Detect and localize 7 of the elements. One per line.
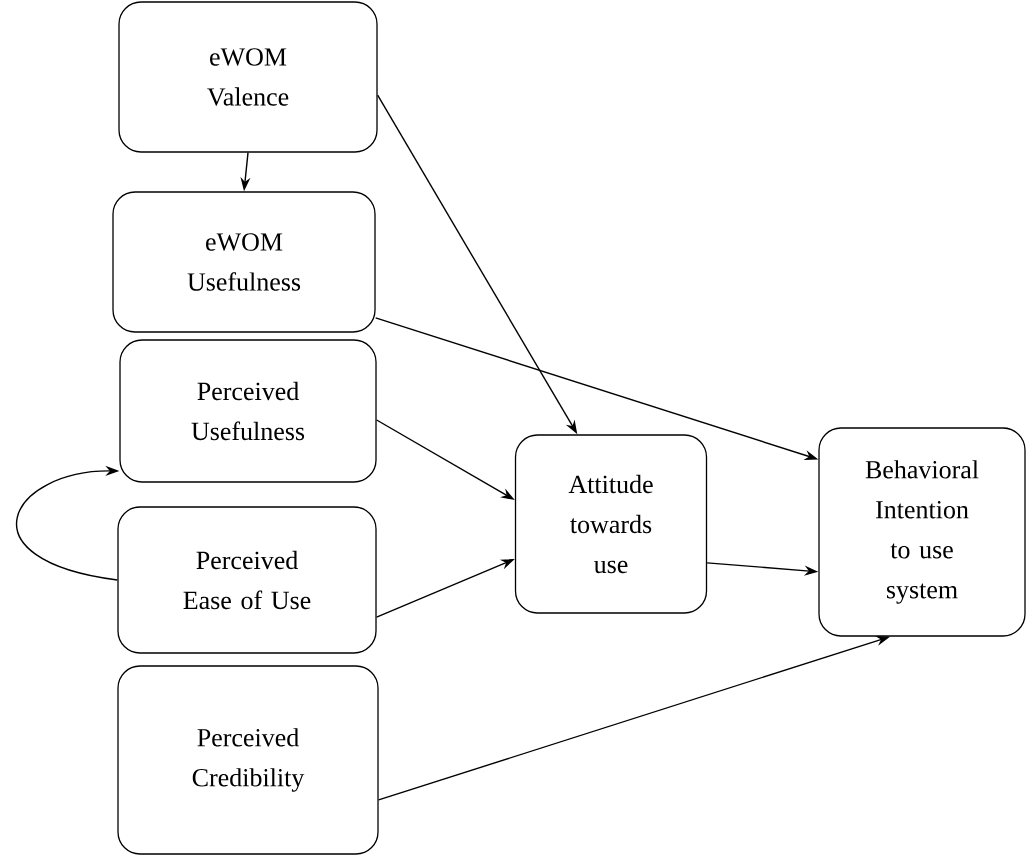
process-box: Behavioral Intention to use system	[818, 427, 1026, 637]
process-box: Attitude towards use	[514, 434, 708, 614]
process-box: eWOM Valence	[118, 1, 378, 153]
process-box: Perceived Credibility	[117, 665, 379, 855]
process-box: eWOM Usefulness	[112, 191, 376, 333]
process-box: Perceived Usefulness	[119, 339, 377, 483]
process-box: Perceived Ease of Use	[117, 506, 377, 654]
